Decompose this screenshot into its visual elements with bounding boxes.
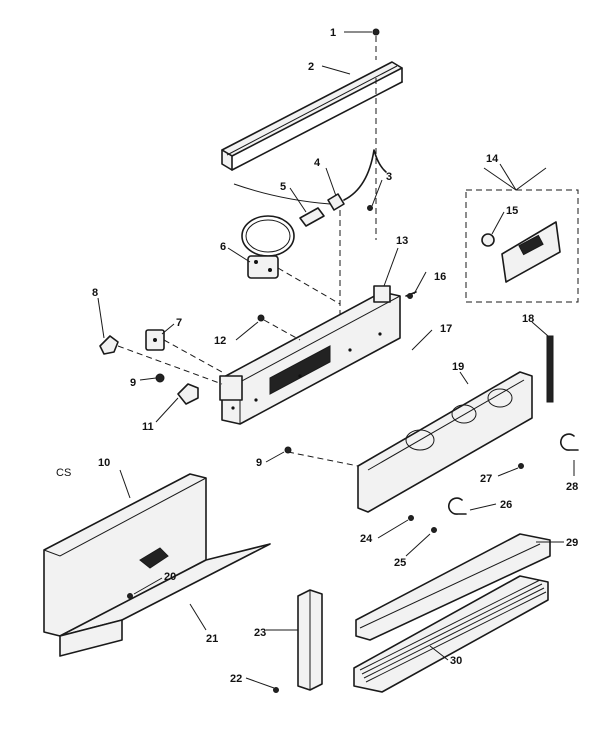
part-23-column xyxy=(297,589,323,691)
label-17: 17 xyxy=(440,323,452,335)
label-3: 3 xyxy=(386,171,392,183)
label-6: 6 xyxy=(220,241,226,253)
part-8-knob xyxy=(99,335,223,385)
callout-labels: 1 2 3 4 5 6 7 8 9 9 10 11 12 13 14 15 16… xyxy=(56,27,578,685)
part-20-screw xyxy=(127,593,133,599)
part-1-screw xyxy=(372,28,380,60)
part-3-screw xyxy=(367,205,373,211)
label-14: 14 xyxy=(486,153,499,165)
label-26: 26 xyxy=(500,499,512,511)
part-7-switch xyxy=(145,329,223,373)
part-26-clip xyxy=(448,497,467,515)
part-5-knob xyxy=(299,207,325,227)
label-1: 1 xyxy=(330,27,336,39)
part-9-nut-upper xyxy=(155,373,165,383)
label-4: 4 xyxy=(314,157,321,169)
label-16: 16 xyxy=(434,271,446,283)
label-cs: CS xyxy=(56,467,71,479)
part-6-timer xyxy=(241,215,341,305)
control-panel-backplate xyxy=(219,285,401,425)
label-15: 15 xyxy=(506,205,518,217)
label-29: 29 xyxy=(566,537,578,549)
label-28: 28 xyxy=(566,481,578,493)
label-12: 12 xyxy=(214,335,226,347)
part-4-sensor-bulb xyxy=(233,149,387,211)
label-5: 5 xyxy=(280,181,286,193)
part-28-clip xyxy=(560,433,579,451)
part-27-screw xyxy=(518,463,524,469)
part-29-rail xyxy=(355,533,551,641)
label-25: 25 xyxy=(394,557,406,569)
label-9-lower: 9 xyxy=(256,457,262,469)
label-18: 18 xyxy=(522,313,534,325)
part-19-console-panel xyxy=(287,371,533,513)
label-11: 11 xyxy=(142,421,154,433)
part-18-rod xyxy=(546,335,554,403)
part-14-inset-box xyxy=(465,189,579,303)
part-30-vent-grille xyxy=(353,575,549,693)
part-25-screw xyxy=(431,527,437,533)
label-27: 27 xyxy=(480,473,492,485)
part-24-screw xyxy=(408,515,414,521)
part-10-base-pan xyxy=(43,473,271,657)
label-23: 23 xyxy=(254,627,266,639)
part-22-screw xyxy=(273,687,279,693)
part-12-screw xyxy=(257,314,301,341)
label-20: 20 xyxy=(164,571,176,583)
label-8: 8 xyxy=(92,287,98,299)
label-10: 10 xyxy=(98,457,110,469)
part-11-bracket xyxy=(177,383,199,405)
leader-lines xyxy=(97,31,575,689)
part-2-angle-bracket xyxy=(221,61,403,240)
label-22: 22 xyxy=(230,673,242,685)
label-13: 13 xyxy=(396,235,408,247)
label-9-upper: 9 xyxy=(130,377,136,389)
label-19: 19 xyxy=(452,361,464,373)
label-2: 2 xyxy=(308,61,314,73)
label-30: 30 xyxy=(450,655,462,667)
label-24: 24 xyxy=(360,533,373,545)
label-21: 21 xyxy=(206,633,218,645)
label-7: 7 xyxy=(176,317,182,329)
part-9-nut-lower xyxy=(284,446,292,454)
